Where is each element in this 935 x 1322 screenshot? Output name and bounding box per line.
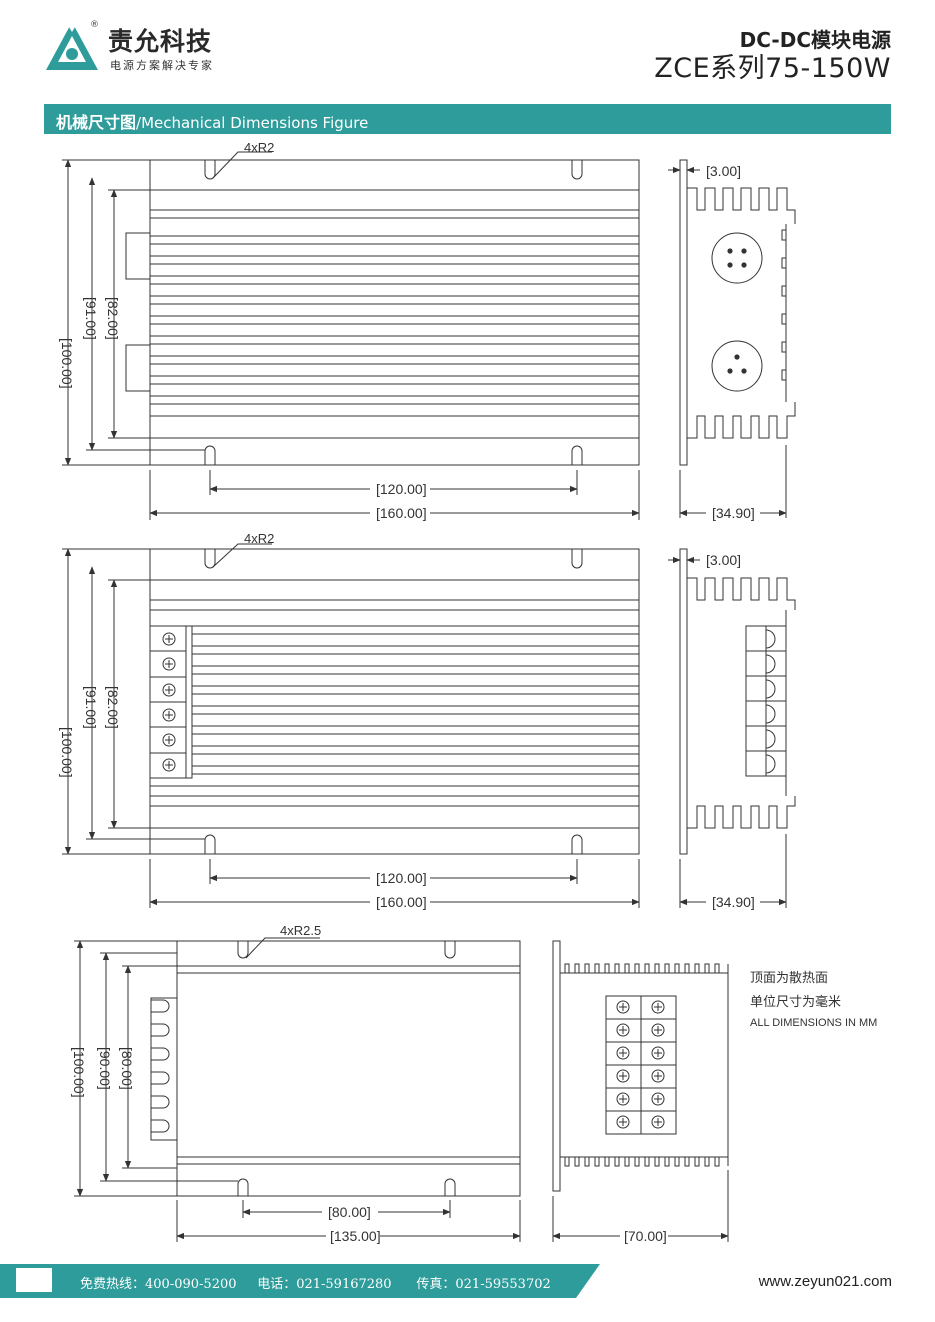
product-category: DC-DC模块电源 [739,28,891,52]
drawing3-dim-hole-span: [90.00] [97,1047,113,1090]
drawing1-dim-width: [100.00] [59,338,75,389]
hotline-label: 免费热线： [80,1277,146,1292]
drawing1-dim-hole-pitch: [120.00] [376,481,427,497]
company-slogan: 电源方案解决专家 [110,59,214,72]
hotline-number: 400-090-5200 [145,1277,237,1292]
drawing2-dim-hole-span: [91.00] [83,686,99,729]
website-link[interactable]: www.zeyun021.com [758,1273,892,1290]
drawing1-dim-hole-span: [91.00] [83,297,99,340]
drawing1-side-view [668,159,796,518]
drawing2-dim-length: [160.00] [376,894,427,910]
drawing3-dim-length: [135.00] [330,1228,381,1244]
fax-number: 021-59553702 [455,1277,551,1292]
drawing2-dim-depth: [34.90] [712,894,755,910]
drawing3-dim-body: [80.00] [119,1047,135,1090]
drawing3-top-view [74,937,521,1242]
footer-band [0,1264,600,1298]
drawing3-side-view [552,940,729,1242]
logo-icon [46,22,98,70]
drawing3-dim-hole-pitch: [80.00] [328,1204,371,1220]
phone-label: 电话： [257,1277,297,1292]
drawing2-dim-body: [82.00] [105,686,121,729]
phone-number: 021-59167280 [296,1277,392,1292]
section-title-bar: 机械尺寸图/Mechanical Dimensions Figure [44,104,891,134]
footer-contact: 免费热线：400-090-5200 电话：021-59167280 传真：021… [80,1273,551,1292]
drawing1-dim-body: [82.00] [105,297,121,340]
registered-mark: ® [90,20,99,30]
drawing1-dim-thickness: [3.00] [706,163,741,179]
drawing2-dim-thickness: [3.00] [706,552,741,568]
company-name: 责允科技 [108,27,213,56]
drawing2-radius-label: 4xR2 [244,531,274,546]
section-title-en: /Mechanical Dimensions Figure [136,114,369,132]
drawing3-dim-depth: [70.00] [624,1228,667,1244]
drawing3-dim-width: [100.00] [71,1047,87,1098]
fax-label: 传真： [416,1277,456,1292]
drawing2-dim-width: [100.00] [59,727,75,778]
drawing2-top-view [62,543,640,908]
product-series: ZCE系列75-150W [654,53,891,84]
drawing1-dim-length: [160.00] [376,505,427,521]
company-logo [44,20,100,72]
section-title-cn: 机械尺寸图 [56,113,137,132]
drawing1-radius-label: 4xR2 [244,140,274,155]
drawing3-note-unit: 单位尺寸为毫米 [750,994,841,1009]
drawing3-radius-label: 4xR2.5 [280,923,321,938]
drawing1-top-view [62,151,640,520]
drawing3-note-top: 顶面为散热面 [750,970,828,985]
drawing2-side-view [668,548,796,908]
drawing2-dim-hole-pitch: [120.00] [376,870,427,886]
footer-phone-box [16,1268,52,1292]
drawing1-dim-depth: [34.90] [712,505,755,521]
drawing3-note-en: ALL DIMENSIONS IN MM [750,1017,877,1029]
